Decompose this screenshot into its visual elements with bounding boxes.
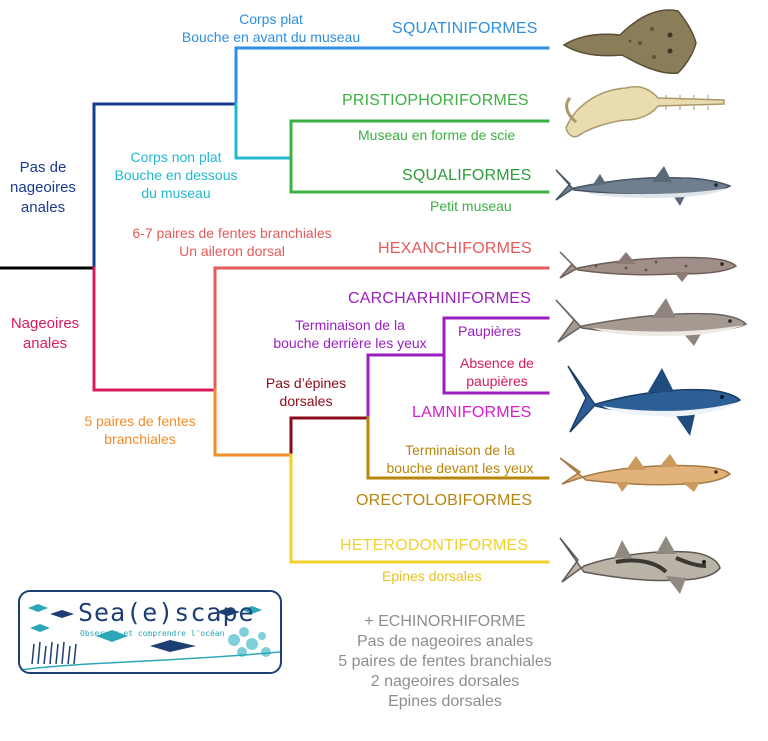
no-paupieres-line-2: paupières [466, 373, 528, 389]
footnote-line-5: Epines dorsales [388, 693, 502, 710]
footnote-line-2: Pas de nageoires anales [356, 633, 534, 650]
node-label-six-seven-gill: 6-7 paires de fentes branchiales Un aile… [112, 224, 352, 260]
flat-line-1: Corps plat [239, 11, 303, 27]
logo-subtitle: Observer et comprendre l'océan [80, 629, 225, 638]
seaescape-logo: Sea(e)scape Observer et comprendre l'océ… [18, 590, 282, 674]
order-hexanchiformes: HEXANCHIFORMES [378, 240, 532, 257]
no-anal-line-1: Pas de [19, 159, 67, 176]
flat-line-2: Bouche en avant du museau [181, 29, 361, 45]
node-label-small-snout: Petit museau [430, 198, 512, 214]
node-label-spines: Epines dorsales [382, 568, 482, 584]
anal-line-2: anales [22, 335, 68, 352]
no-spine-line-1: Pas d’épines [265, 375, 347, 391]
mouth-behind-line-1: Terminaison de la [295, 317, 405, 333]
node-label-saw: Museau en forme de scie [358, 127, 516, 143]
mako-shark-icon [567, 365, 742, 436]
nonflat-line-3: du museau [141, 185, 211, 201]
footnote-line-3: 5 paires de fentes branchiales [338, 653, 552, 670]
five-gill-line-2: branchiales [104, 431, 176, 447]
order-heterodontiformes: HETERODONTIFORMES [340, 537, 529, 554]
sawshark-icon [565, 86, 725, 138]
mouth-front-line-2: bouche devant les yeux [386, 460, 534, 476]
sixgill-shark-icon [559, 251, 738, 282]
anal-line-1: Nageoires [10, 315, 80, 332]
node-label-anal: Nageoires anales [4, 314, 86, 354]
logo-title: Sea(e)scape [78, 598, 255, 627]
six-seven-gill-line-1: 6-7 paires de fentes branchiales [132, 225, 332, 241]
no-anal-line-2: nageoires [10, 179, 76, 196]
node-label-paupieres: Paupières [458, 323, 522, 339]
order-pristiophoriformes: PRISTIOPHORIFORMES [342, 92, 529, 109]
order-carcharhiniformes: CARCHARHINIFORMES [348, 290, 531, 307]
no-spine-line-2: dorsales [279, 393, 333, 409]
order-lamniformes: LAMNIFORMES [412, 404, 532, 421]
mouth-front-line-1: Terminaison de la [405, 442, 515, 458]
order-orectolobiformes: ORECTOLOBIFORMES [356, 492, 533, 509]
node-label-no-paupieres: Absence de paupières [450, 354, 544, 390]
no-anal-line-3: anales [20, 199, 66, 216]
order-squatiniformes: SQUATINIFORMES [392, 20, 538, 37]
six-seven-gill-line-2: Un aileron dorsal [179, 243, 285, 259]
node-label-five-gill: 5 paires de fentes branchiales [70, 412, 210, 448]
footnote-line-1: + ECHINORHIFORME [364, 613, 526, 630]
logo-artwork-icon [20, 604, 280, 671]
node-label-nonflat: Corps non plat Bouche en dessous du muse… [102, 148, 250, 202]
mouth-behind-line-2: bouche derrière les yeux [273, 335, 427, 351]
horn-shark-icon [559, 536, 721, 594]
dogfish-icon [555, 166, 732, 206]
echinorhiforme-note: + ECHINORHIFORME Pas de nageoires anales… [300, 612, 590, 712]
five-gill-line-1: 5 paires de fentes [84, 413, 196, 429]
node-label-flat: Corps plat Bouche en avant du museau [170, 10, 372, 46]
nonflat-line-2: Bouche en dessous [114, 167, 238, 183]
node-label-mouth-front: Terminaison de la bouche devant les yeux [378, 441, 542, 477]
footnote-line-4: 2 nageoires dorsales [370, 673, 520, 690]
nurse-shark-icon [559, 454, 732, 492]
no-paupieres-line-1: Absence de [460, 355, 534, 371]
node-label-no-anal: Pas de nageoires anales [4, 158, 82, 218]
node-label-no-spine: Pas d’épines dorsales [256, 374, 356, 410]
node-label-mouth-behind: Terminaison de la bouche derrière les ye… [262, 316, 438, 352]
order-squaliformes: SQUALIFORMES [402, 167, 532, 184]
requiem-shark-icon [555, 298, 748, 346]
nonflat-line-1: Corps non plat [130, 149, 222, 165]
angel-shark-icon [562, 9, 697, 74]
